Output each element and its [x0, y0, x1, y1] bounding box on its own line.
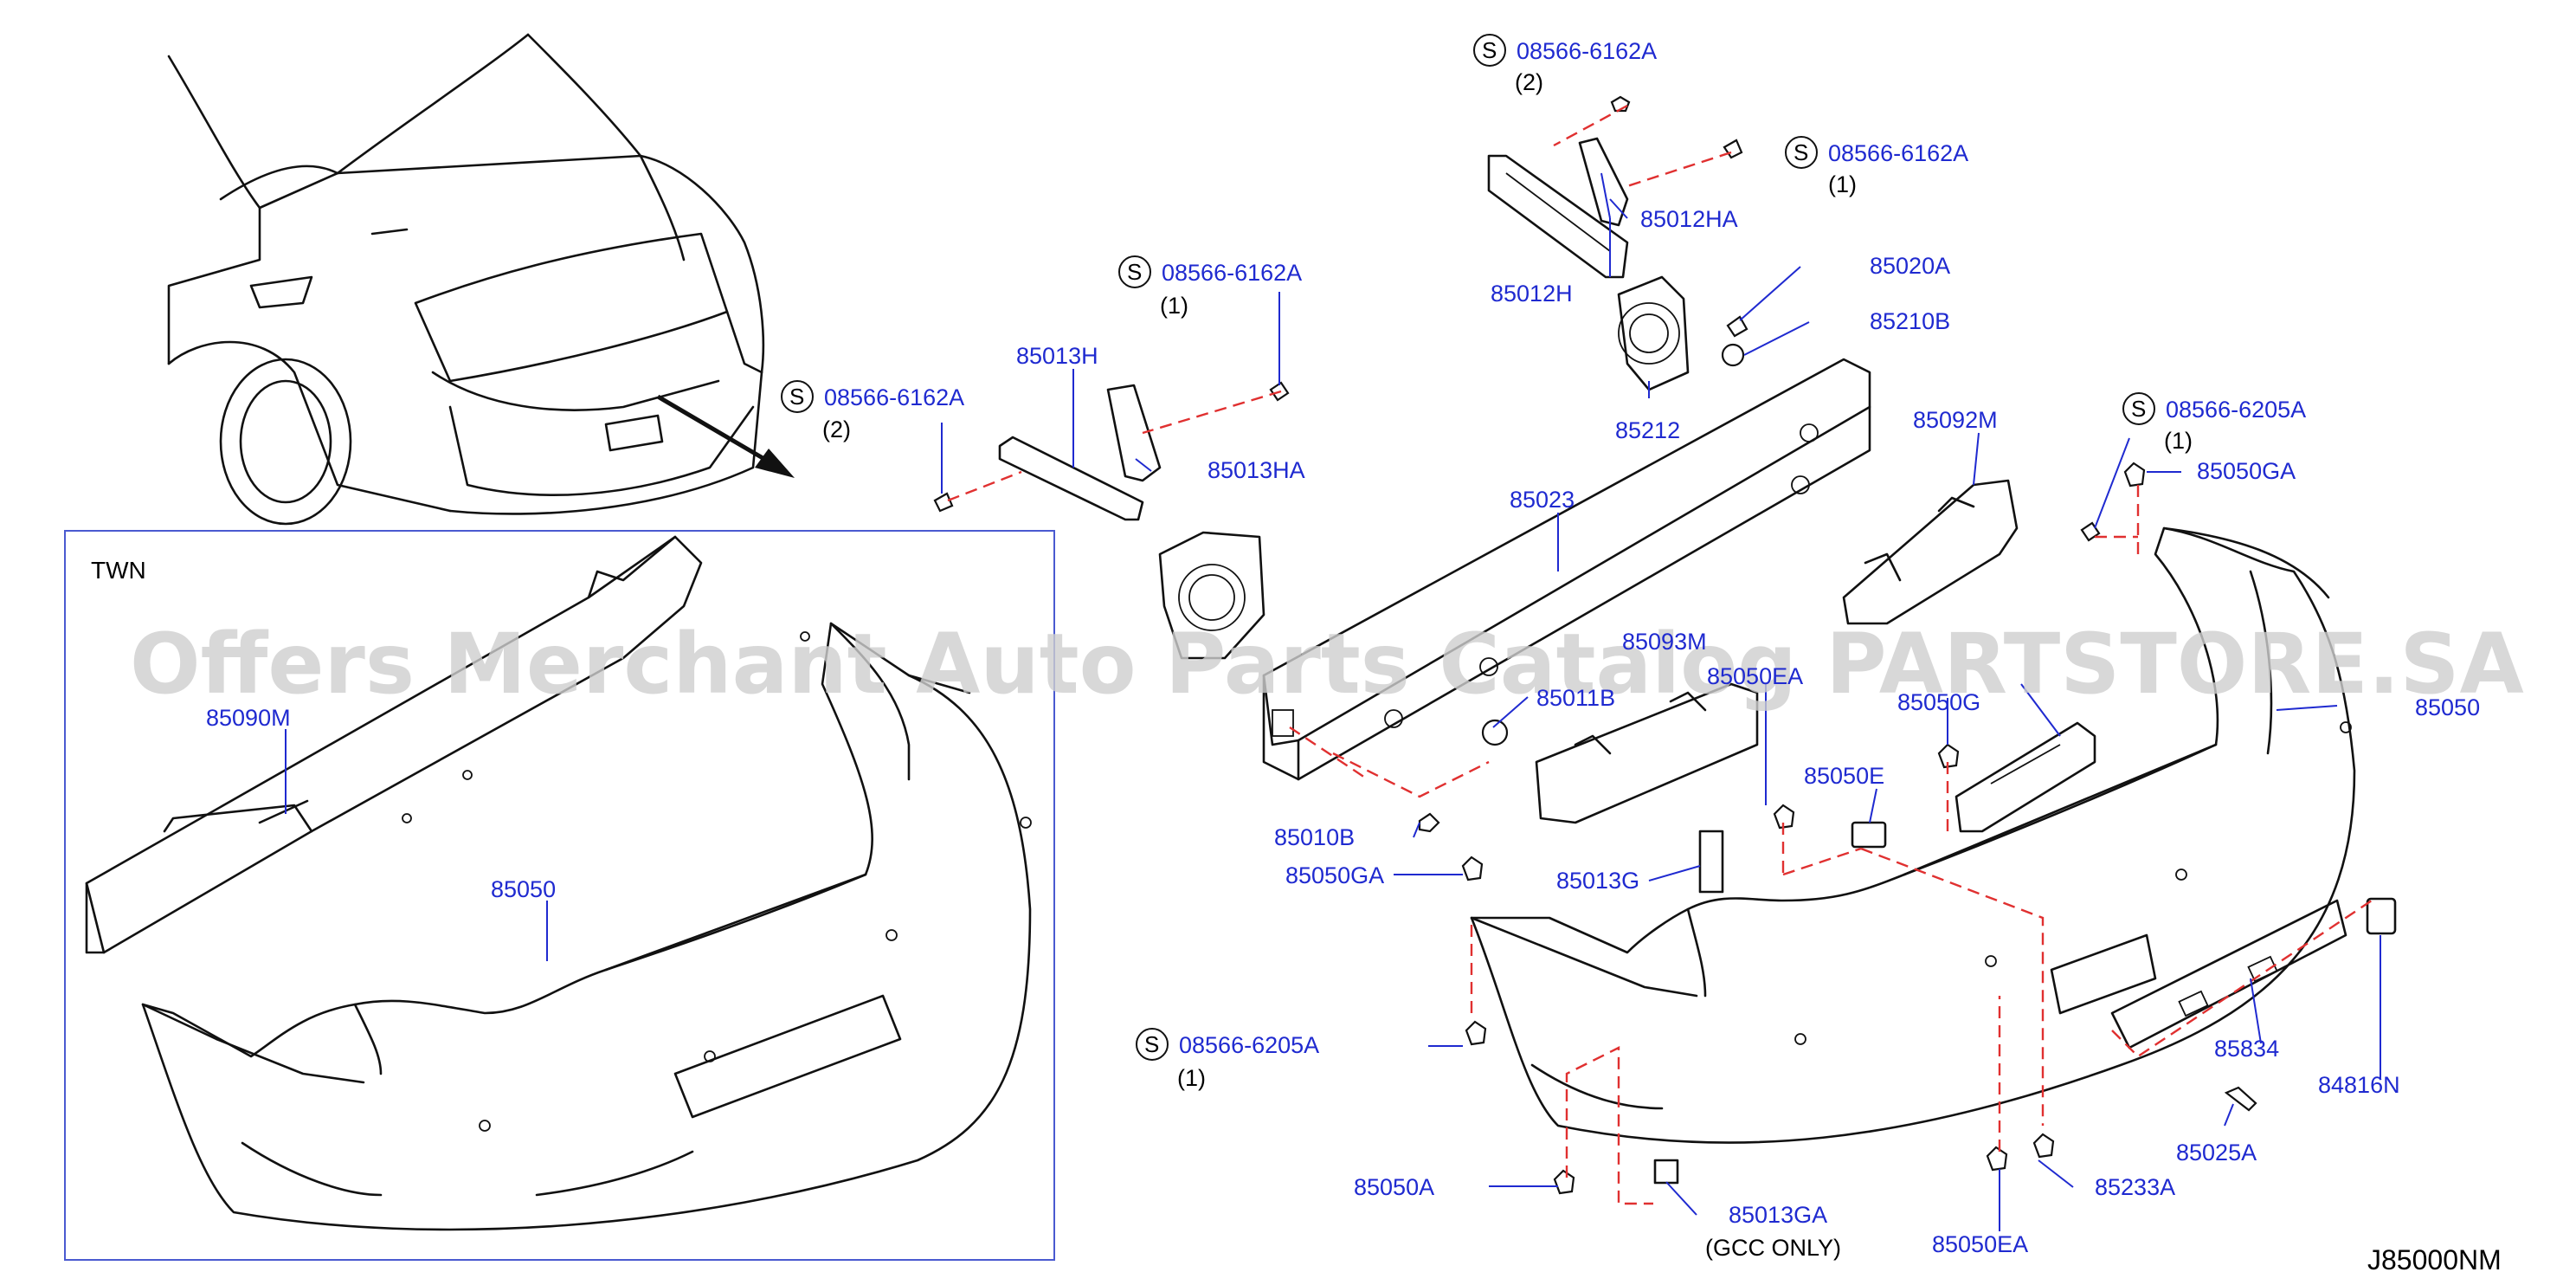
part-number: 08566-6205A [2166, 397, 2306, 423]
quantity: (1) [1177, 1065, 1206, 1091]
clip-85050e [1851, 821, 1887, 849]
quantity: (1) [1828, 171, 1857, 197]
diagram-reference-code: J85000NM [2367, 1244, 2502, 1275]
part-label-85050e: 85050E [1804, 763, 1884, 789]
part-label-85020a: 85020A [1870, 253, 1950, 279]
bracket-85012ha [1578, 137, 1629, 227]
part-label-85050ga-top: 85050GA [2197, 458, 2296, 484]
part-label-85013ha: 85013HA [1208, 457, 1305, 483]
part-label-85210b: 85210B [1870, 308, 1950, 334]
part-label-85050g: 85050G [1897, 689, 1980, 715]
bracket-85013ha [1106, 384, 1162, 482]
watermark: Offers Merchant Auto Parts Catalog PARTS… [130, 616, 2524, 713]
part-number: 08566-6162A [1162, 260, 1302, 286]
part-label-85050: 85050 [2415, 694, 2480, 720]
callout-s2: S 08566-6162A (1) [1785, 136, 1968, 197]
fasteners [933, 95, 2257, 1195]
part-label-85010b: 85010B [1274, 824, 1355, 850]
part-label-85012ha: 85012HA [1640, 206, 1738, 232]
callout-s5: S 08566-6205A (1) [2122, 392, 2306, 454]
part-label-85025a: 85025A [2176, 1140, 2257, 1166]
svg-text:S: S [1144, 1031, 1159, 1057]
callout-s6: S 08566-6205A (1) [1136, 1028, 1319, 1091]
callout-s1: S 08566-6162A (2) [1473, 34, 1657, 95]
part-label-85050a: 85050A [1354, 1174, 1434, 1200]
twn-variant-panel: TWN [64, 530, 1055, 1261]
part-label-85012h: 85012H [1491, 281, 1573, 307]
part-label-85050-twn: 85050 [491, 876, 556, 902]
part-label-85212: 85212 [1615, 417, 1680, 443]
part-label-85834: 85834 [2214, 1036, 2279, 1062]
assembly-guide-lines [947, 104, 2373, 1205]
part-label-85050ea-low: 85050EA [1932, 1231, 2028, 1257]
license-garnish-85834 [2110, 899, 2347, 1049]
part-label-85011b: 85011B [1536, 685, 1615, 711]
svg-text:S: S [789, 384, 804, 410]
svg-text:S: S [1482, 37, 1497, 63]
callout-s3: S 08566-6162A (1) [1118, 255, 1302, 319]
part-number: 08566-6162A [1517, 38, 1657, 64]
part-number: 08566-6205A [1179, 1032, 1319, 1058]
callout-s4: S 08566-6162A (2) [781, 380, 964, 442]
callout-labels: S 08566-6162A (2) S 08566-6162A (1) S 08… [206, 34, 2502, 1275]
part-label-85050ga-low: 85050GA [1285, 862, 1384, 888]
twn-panel-label: TWN [91, 557, 146, 584]
bracket-85013h [998, 436, 1144, 521]
part-label-85093m: 85093M [1622, 629, 1707, 655]
exploded-parts [285, 95, 2397, 1231]
rear-bumper-fascia-twn [141, 622, 1032, 1231]
quantity: (1) [1160, 293, 1188, 319]
part-label-84816n: 84816N [2318, 1072, 2400, 1098]
bracket-85213 [1158, 531, 1265, 660]
absorber-85093m [1535, 682, 1759, 824]
svg-text:S: S [1794, 139, 1808, 165]
bracket-85212 [1617, 275, 1690, 391]
leader-lines [285, 172, 2381, 1231]
sensor-bracket [1955, 721, 2096, 833]
quantity: (1) [2164, 428, 2193, 454]
part-label-85092m: 85092M [1913, 407, 1998, 433]
rear-bumper-fascia [1470, 526, 2356, 1144]
part-number: 08566-6162A [824, 384, 964, 410]
part-label-85013ga: 85013GA [1729, 1202, 1827, 1228]
part-label-85023: 85023 [1510, 487, 1575, 513]
part-label-85050ea-top: 85050EA [1707, 663, 1803, 689]
part-label-85090m: 85090M [206, 705, 291, 731]
svg-text:S: S [1127, 259, 1142, 285]
part-label-85013g: 85013G [1556, 868, 1639, 894]
pad-85013g [1698, 830, 1724, 894]
pad-85013ga [1653, 1159, 1679, 1185]
cap-84816n [2366, 897, 2397, 935]
part-label-85233a: 85233A [2095, 1174, 2175, 1200]
svg-text:S: S [2131, 396, 2146, 422]
absorber-85092m [1842, 479, 2019, 625]
gcc-only-note: (GCC ONLY) [1705, 1235, 1841, 1261]
vehicle-outline-illustration [167, 33, 795, 526]
energy-absorber-twn [85, 535, 703, 954]
part-number: 08566-6162A [1828, 140, 1968, 166]
part-label-85013h: 85013H [1016, 343, 1098, 369]
bracket-85012h [1487, 154, 1629, 279]
quantity: (2) [822, 416, 851, 442]
quantity: (2) [1515, 69, 1543, 95]
